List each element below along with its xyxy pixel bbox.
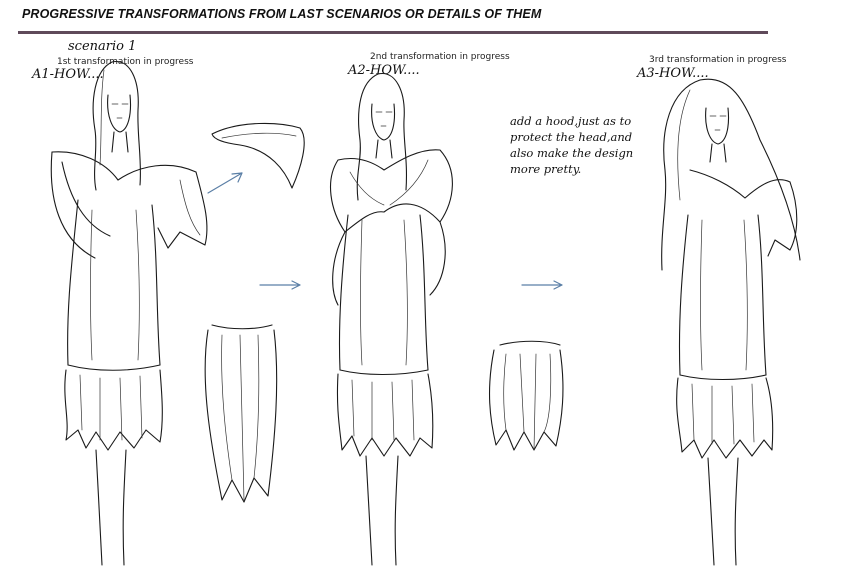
stage3-caption: 3rd transformation in progress [649,55,787,65]
figure-1-sketch [50,61,208,566]
stage1-caption: 1st transformation in progress [57,57,194,67]
stage3-label: A3-HOW.... [637,66,709,81]
stage2-label: A2-HOW.... [348,63,420,78]
title-divider [18,31,768,34]
hood-note: add a hood,just as to protect the head,a… [510,114,634,176]
skirt-detail-2-sketch [488,340,564,451]
arrow-2-to-3 [521,280,563,290]
stage1-label: A1-HOW.... [32,67,104,82]
arrow-to-hood [207,172,243,194]
hood-detail-sketch [211,122,305,189]
arrow-1-to-2 [259,280,301,290]
skirt-detail-1-sketch [204,324,278,503]
figure-2-sketch [330,73,453,566]
figure-3-sketch [661,78,801,566]
stage2-caption: 2nd transformation in progress [370,52,510,62]
page-title: PROGRESSIVE TRANSFORMATIONS FROM LAST SC… [22,7,542,21]
scenario-label: scenario 1 [68,39,137,54]
